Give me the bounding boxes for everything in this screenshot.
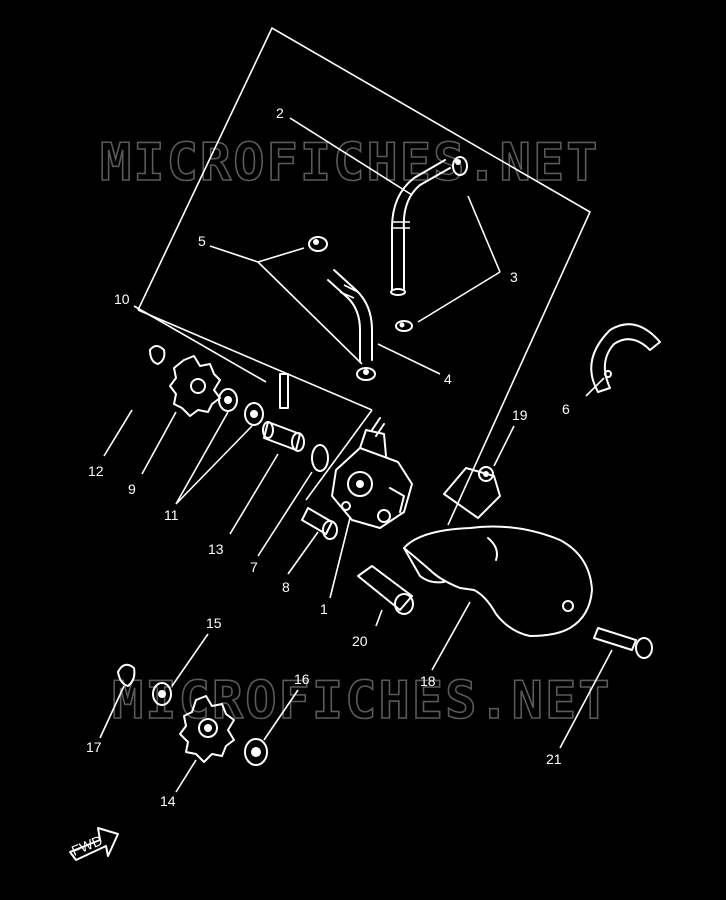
pump-bracket — [590, 323, 661, 393]
callout-18: 18 — [420, 673, 436, 689]
forward-arrow-icon: FWD — [69, 827, 119, 861]
washer-pair — [218, 388, 264, 426]
callout-3: 3 — [510, 269, 518, 285]
circlip-upper — [149, 345, 166, 365]
callout-12: 12 — [88, 463, 104, 479]
leader-lines — [99, 117, 613, 793]
callout-16: 16 — [294, 671, 310, 687]
callout-8: 8 — [282, 579, 290, 595]
hose-clip-low — [395, 320, 413, 332]
hose-clip-mid — [308, 236, 328, 252]
callout-13: 13 — [208, 541, 224, 557]
oil-hose-upper — [390, 159, 451, 296]
callout-7: 7 — [250, 559, 258, 575]
spacer-block — [357, 565, 414, 615]
pump-cover — [403, 525, 593, 637]
callout-20: 20 — [352, 633, 368, 649]
o-ring — [311, 444, 329, 472]
callout-1: 1 — [320, 601, 328, 617]
detail-frame-inner — [305, 409, 373, 501]
callout-11: 11 — [164, 507, 179, 523]
callout-14: 14 — [160, 793, 176, 809]
hose-clip-pump — [356, 367, 376, 381]
hose-clip-top — [452, 156, 468, 176]
watermark-bottom: MICROFICHES.NET — [112, 671, 612, 731]
dowel-pin — [279, 373, 289, 409]
callout-5: 5 — [198, 233, 206, 249]
detail-frame — [137, 26, 592, 526]
callout-9: 9 — [128, 481, 136, 497]
cover-bolt — [593, 627, 653, 659]
callout-6: 6 — [562, 401, 570, 417]
callout-2: 2 — [276, 105, 284, 121]
cover-cap — [443, 466, 501, 519]
washer-16 — [244, 738, 268, 766]
driven-gear — [179, 695, 235, 763]
drive-shaft — [262, 421, 305, 452]
circlip-lower — [117, 663, 136, 687]
callout-numbers: 1 2 3 4 5 6 7 8 9 10 11 12 13 14 15 16 1… — [86, 105, 570, 809]
pump-bolt — [301, 507, 338, 540]
callout-21: 21 — [546, 751, 562, 767]
callout-15: 15 — [206, 615, 222, 631]
washer-15 — [152, 682, 172, 706]
callout-17: 17 — [86, 739, 102, 755]
oil-hose-lower — [327, 269, 373, 363]
oil-pump — [331, 417, 413, 529]
callout-19: 19 — [512, 407, 528, 423]
watermark-top: MICROFICHES.NET — [100, 133, 600, 193]
callout-10: 10 — [114, 291, 130, 307]
detail-frame-bottom — [137, 309, 373, 411]
drive-gear — [169, 355, 221, 417]
callout-4: 4 — [444, 371, 452, 387]
